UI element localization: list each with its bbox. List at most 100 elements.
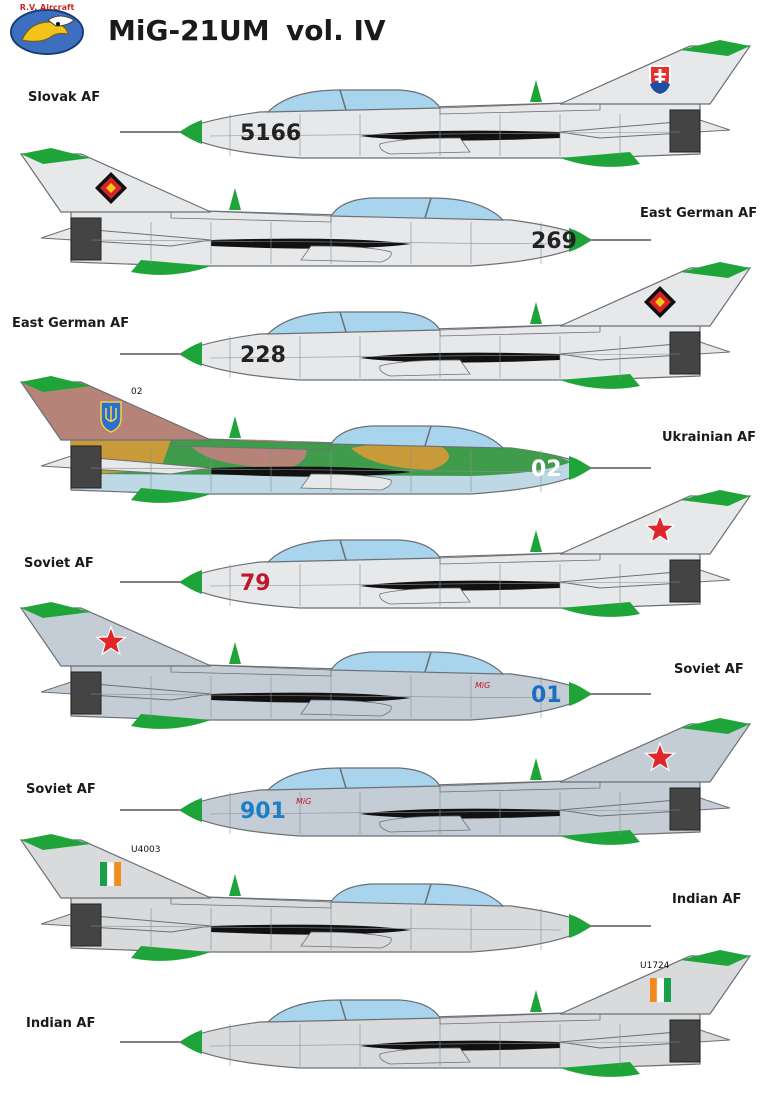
exhaust-nozzle bbox=[669, 559, 701, 603]
air-force-label: Soviet AF bbox=[674, 662, 744, 677]
mig-badge: MiG bbox=[296, 797, 311, 806]
serial-number: 79 bbox=[240, 571, 271, 596]
volume-label: vol. IV bbox=[286, 14, 386, 47]
aircraft-profile: Soviet AF 79 bbox=[0, 490, 771, 620]
canopy bbox=[329, 883, 505, 907]
exhaust-nozzle bbox=[70, 217, 102, 261]
exhaust-nozzle bbox=[70, 671, 102, 715]
serial-number: 5166 bbox=[240, 121, 301, 146]
brand-text: R.V. Aircraft bbox=[20, 3, 75, 12]
wing-root bbox=[360, 808, 560, 819]
fin-tip bbox=[680, 40, 750, 56]
mig-badge: MiG bbox=[475, 681, 490, 690]
canopy bbox=[266, 999, 442, 1023]
canopy bbox=[266, 311, 442, 335]
canopy bbox=[329, 651, 505, 675]
air-force-label: Ukrainian AF bbox=[662, 430, 757, 445]
panel-lines bbox=[90, 676, 562, 718]
gdr-emblem-icon bbox=[644, 286, 676, 318]
wing-root bbox=[211, 924, 411, 935]
panel-lines bbox=[90, 222, 562, 264]
drop-tank bbox=[379, 137, 471, 155]
aircraft-drawing: 79 bbox=[120, 490, 752, 617]
aircraft-drawing: 02 02 bbox=[19, 376, 651, 503]
indian-flag-icon bbox=[100, 861, 121, 887]
nose-cone bbox=[569, 682, 591, 706]
antenna bbox=[229, 188, 241, 210]
nose-cone bbox=[569, 914, 591, 938]
air-force-label: Indian AF bbox=[672, 892, 742, 907]
panel-lines bbox=[209, 1024, 681, 1066]
serial-number: 901 bbox=[240, 799, 286, 824]
antenna bbox=[530, 530, 542, 552]
trident-icon bbox=[100, 401, 122, 433]
fin-tip bbox=[680, 262, 750, 278]
panel-lines bbox=[209, 564, 681, 606]
drop-tank bbox=[300, 245, 392, 263]
serial-number: 228 bbox=[240, 343, 286, 368]
drop-tank bbox=[379, 359, 471, 377]
aircraft-drawing: U4003 bbox=[19, 834, 651, 961]
canopy bbox=[329, 197, 505, 221]
drop-tank bbox=[379, 587, 471, 605]
page-title: MiG-21UM bbox=[108, 14, 270, 47]
tail-code: U1724 bbox=[640, 961, 670, 971]
nose-cone bbox=[180, 342, 202, 366]
slovak-shield-icon bbox=[649, 65, 671, 96]
nose-cone bbox=[180, 798, 202, 822]
canopy bbox=[266, 539, 442, 563]
aircraft-profile: East German AF 269 bbox=[0, 148, 771, 278]
wing-root bbox=[360, 130, 560, 141]
serial-number: 269 bbox=[531, 229, 577, 254]
aircraft-profile: Indian AF U4003 bbox=[0, 834, 771, 964]
nose-cone bbox=[569, 456, 591, 480]
nose-cone bbox=[569, 228, 591, 252]
wing-root bbox=[360, 1040, 560, 1051]
brand-logo: R.V. Aircraft bbox=[8, 3, 86, 56]
panel-lines bbox=[90, 450, 562, 492]
fin-tip bbox=[680, 718, 750, 734]
tail-code: U4003 bbox=[131, 845, 161, 855]
panel-lines bbox=[90, 908, 562, 950]
exhaust-nozzle bbox=[669, 1019, 701, 1063]
antenna bbox=[530, 302, 542, 324]
wing-root bbox=[211, 466, 411, 477]
drop-tank bbox=[379, 815, 471, 833]
drop-tank bbox=[300, 931, 392, 949]
aircraft-profile: Ukrainian AF 02 02 bbox=[0, 376, 771, 506]
aircraft-profile: Indian AF U1724 bbox=[0, 950, 771, 1080]
panel-lines bbox=[209, 336, 681, 378]
air-force-label: East German AF bbox=[640, 206, 758, 221]
aircraft-drawing: 5166 bbox=[120, 40, 752, 167]
canopy bbox=[266, 767, 442, 791]
fin-tip bbox=[21, 602, 91, 618]
serial-number: 02 bbox=[531, 457, 562, 482]
exhaust-nozzle bbox=[669, 787, 701, 831]
nose-cone bbox=[180, 570, 202, 594]
antenna bbox=[530, 80, 542, 102]
red-star-icon bbox=[644, 741, 676, 772]
exhaust-nozzle bbox=[669, 109, 701, 153]
air-force-label: Indian AF bbox=[26, 1016, 96, 1031]
air-force-label: Soviet AF bbox=[24, 556, 94, 571]
aircraft-drawing: 901 MiG bbox=[120, 718, 752, 845]
wing-root bbox=[211, 692, 411, 703]
wing-root bbox=[211, 238, 411, 249]
gdr-emblem-icon bbox=[95, 172, 127, 204]
aircraft-drawing: 269 bbox=[19, 148, 651, 275]
antenna bbox=[530, 990, 542, 1012]
antenna bbox=[530, 758, 542, 780]
fin-tip bbox=[680, 950, 750, 966]
aircraft-drawing: U1724 bbox=[120, 950, 752, 1077]
air-force-label: Slovak AF bbox=[28, 90, 101, 105]
aircraft-drawing: 228 bbox=[120, 262, 752, 389]
antenna bbox=[229, 642, 241, 664]
drop-tank bbox=[300, 699, 392, 717]
tail-code: 02 bbox=[131, 387, 142, 397]
air-force-label: Soviet AF bbox=[26, 782, 96, 797]
drop-tank bbox=[300, 473, 392, 491]
red-star-icon bbox=[95, 625, 127, 656]
